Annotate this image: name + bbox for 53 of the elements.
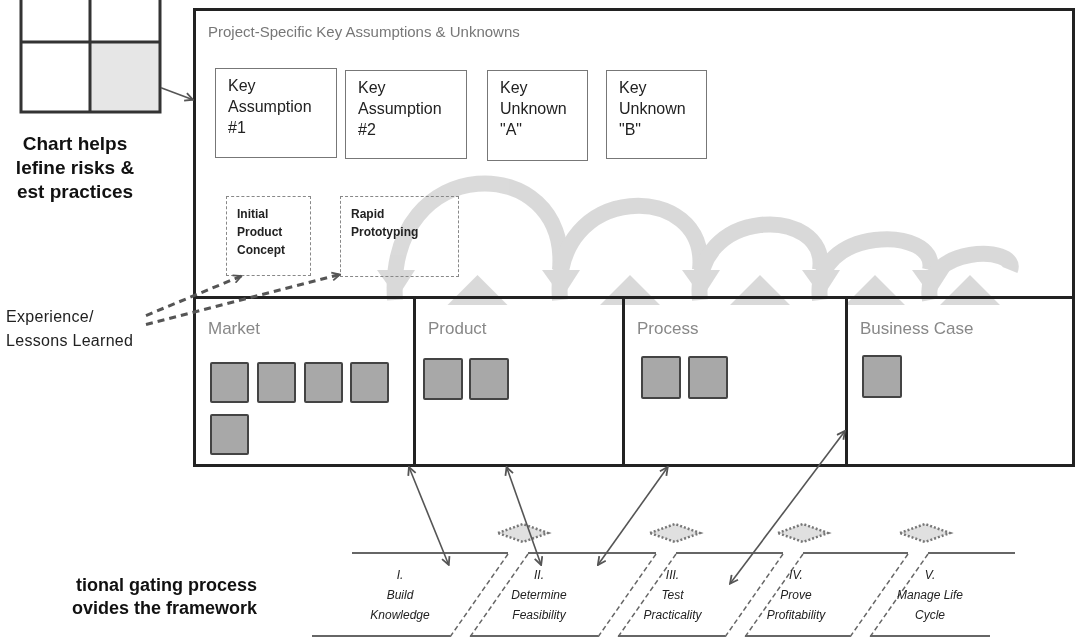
assumptions-panel [193,8,1075,467]
task-square [641,356,681,399]
task-square [862,355,902,398]
task-square [304,362,343,403]
stage-name: Test Practicality [642,587,703,624]
panel-title: Project-Specific Key Assumptions & Unknowns [208,23,520,40]
note-text: Experience/ Lessons Learned [6,307,135,351]
stage-number: V. [924,567,936,584]
stage-name: Determine Feasibility [510,587,568,624]
box-label: Key Assumption #1 [228,76,313,138]
task-square [257,362,296,403]
stage-name: Build Knowledge [369,587,431,624]
key-item-box [606,70,707,159]
stage-number: IV. [789,567,803,584]
task-square [210,362,249,403]
double-arrow [407,466,451,566]
box-label: Key Unknown "B" [619,78,687,140]
dashed-arrow [145,271,341,326]
stage-number: III. [665,567,680,584]
box-label: Rapid Prototyping [351,206,420,241]
gate-diamond [648,522,702,544]
key-item-box [345,70,467,159]
key-item-box [487,70,588,161]
task-square [469,358,509,400]
quadrant-chart [20,0,161,114]
category-title: Product [428,319,488,339]
task-square [688,356,728,399]
box-label: Key Unknown "A" [500,78,568,140]
box-label: Key Assumption #2 [358,78,443,140]
concept-box [340,196,459,277]
stage-number: II. [534,567,544,584]
double-arrow [504,466,544,566]
box-label: Initial Product Concept [237,206,286,259]
stage-name: Manage Life Cycle [895,587,964,624]
category-title: Market [208,319,261,339]
gate-diamond [776,522,830,544]
task-square [350,362,389,403]
annotation-text: tional gating process ovides the framework [70,574,257,619]
stage-number: I. [396,567,404,584]
category-title: Process [637,319,700,339]
stage-name: Prove Profitability [765,587,827,624]
concept-box [226,196,311,276]
annotation-text: Chart helps lefine risks & est practices [14,132,136,204]
arrow [160,86,194,102]
gate-diamond [496,522,550,544]
key-item-box [215,68,337,158]
dashed-arrow [145,274,243,317]
task-square [423,358,463,400]
gate-diamond [898,522,952,544]
double-arrow [729,430,846,585]
double-arrow [596,466,669,566]
category-title: Business Case [860,319,975,339]
task-square [210,414,249,455]
